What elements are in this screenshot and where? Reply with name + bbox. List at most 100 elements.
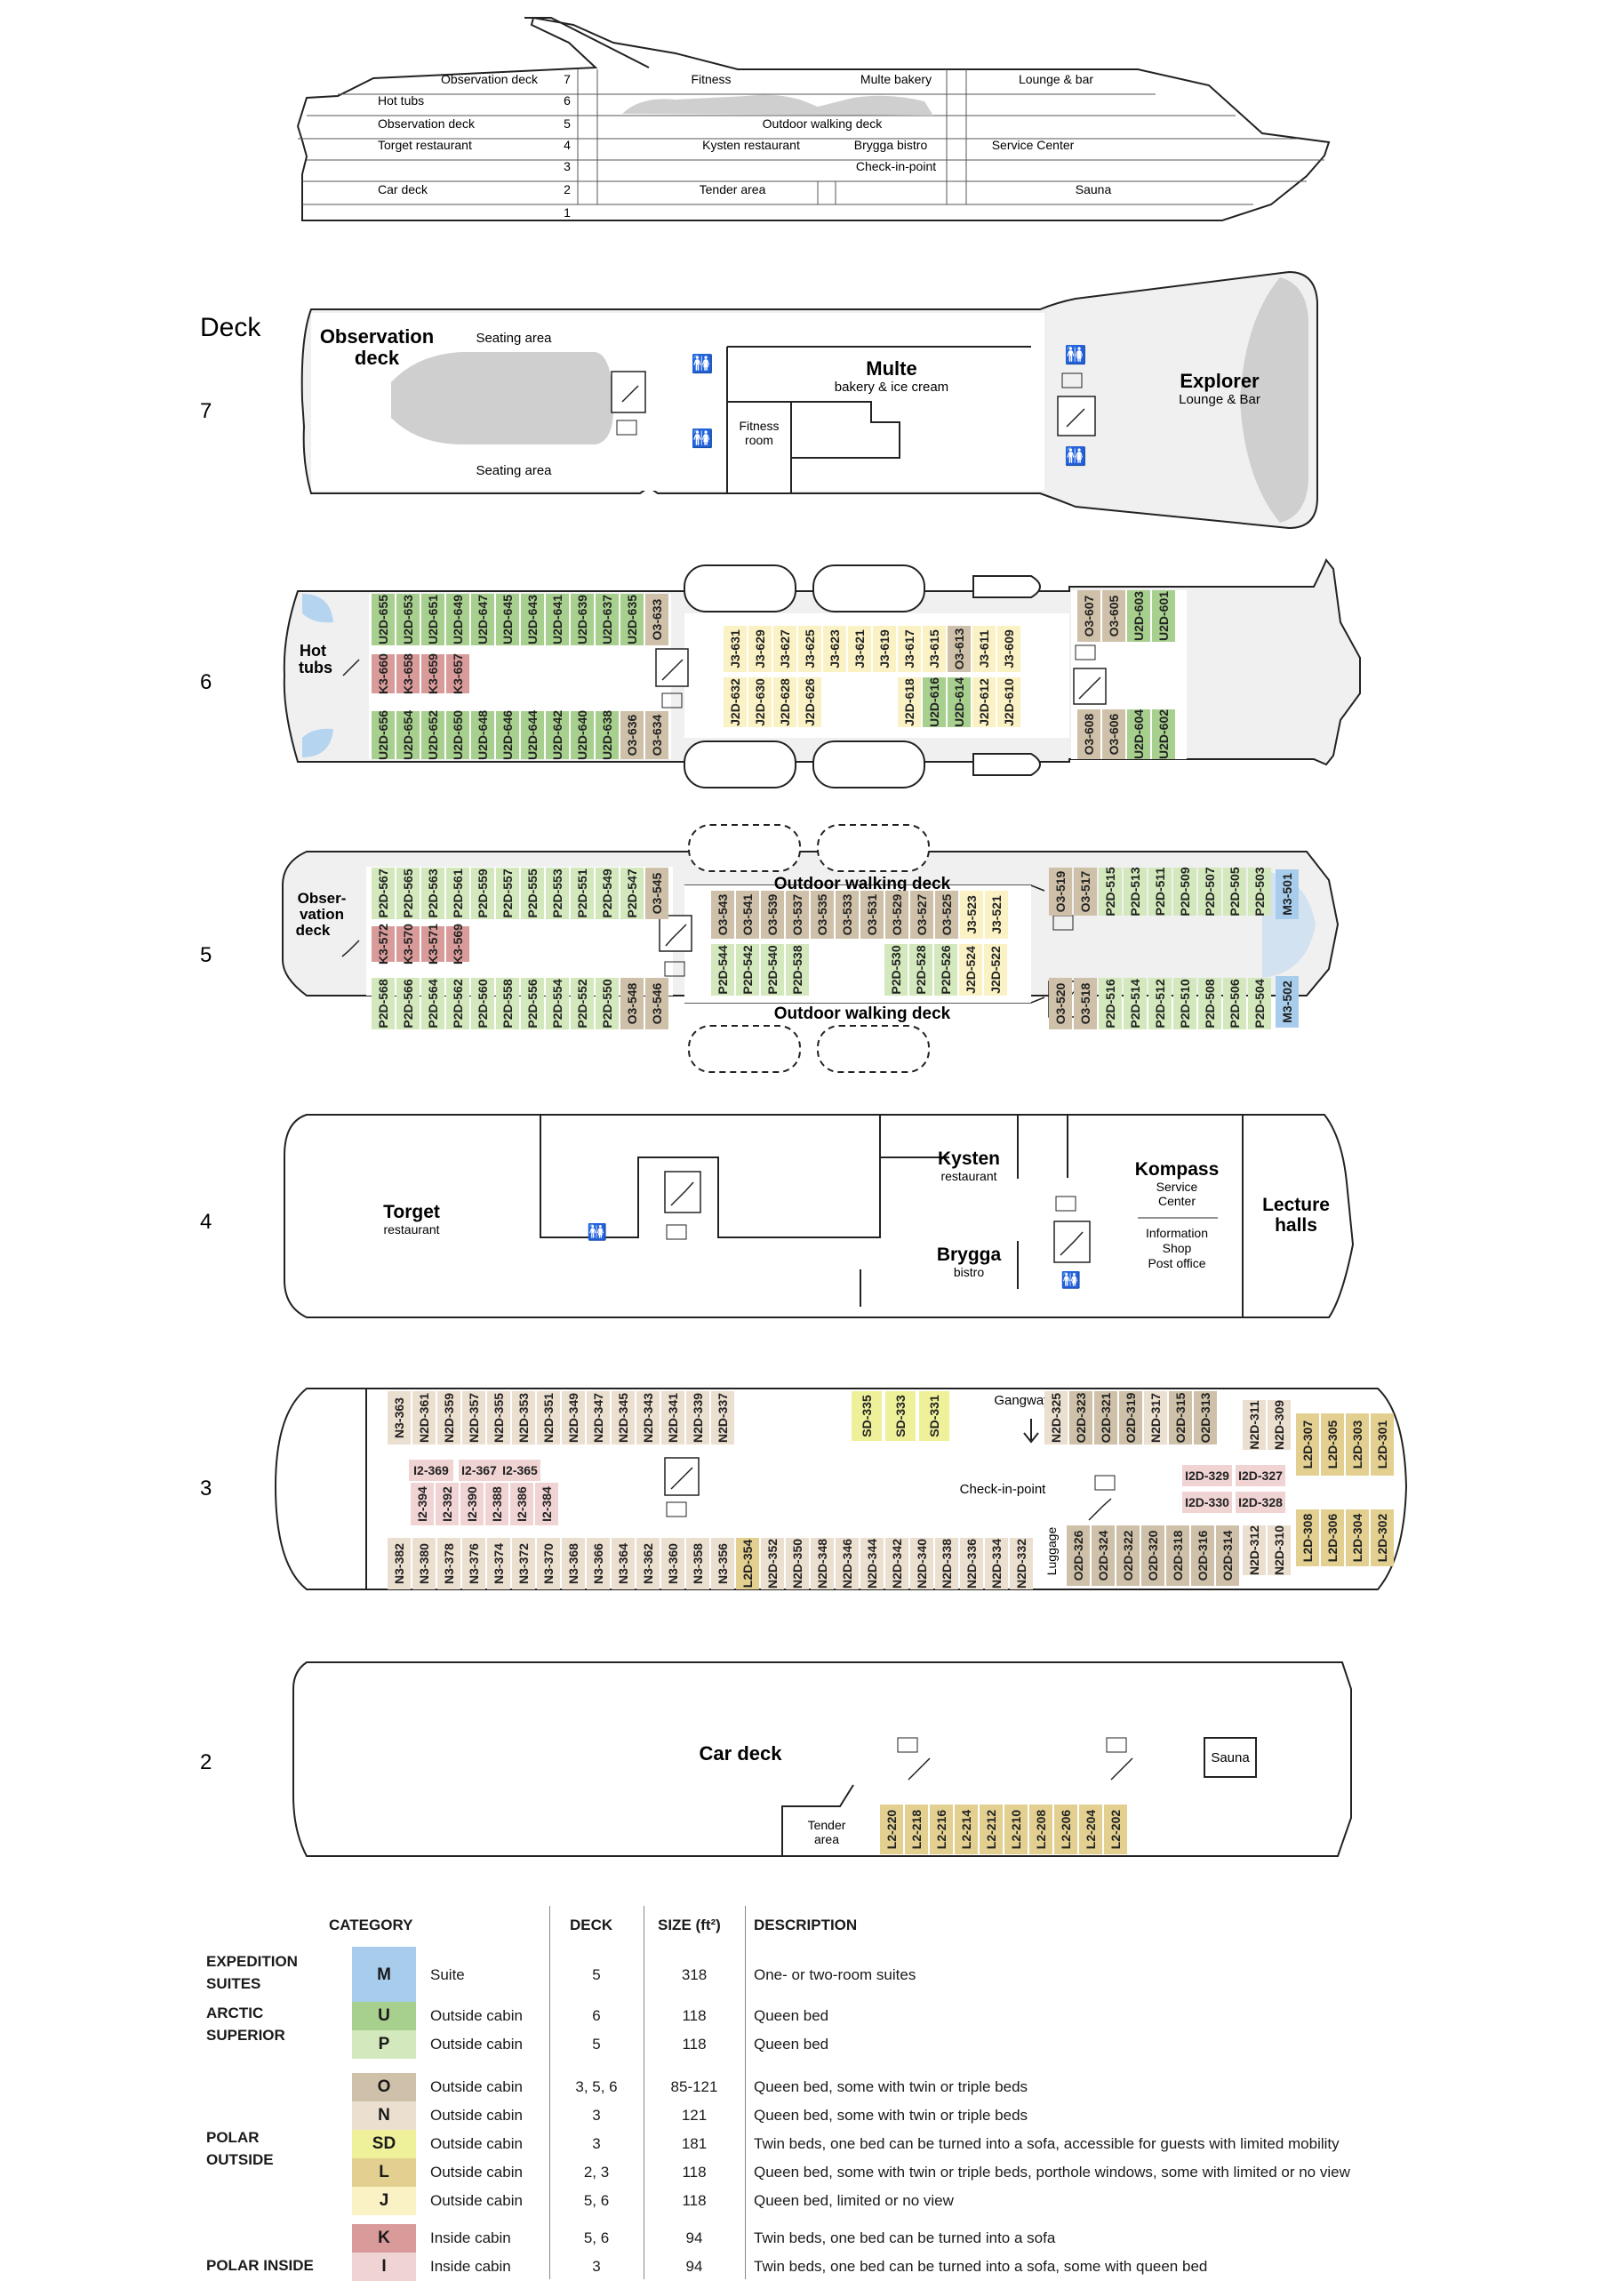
cabin-number: P2D-503 [1252, 867, 1267, 916]
cabin-number: U2D-603 [1132, 591, 1146, 641]
cabin: P2D-515 [1099, 867, 1122, 916]
cabin-number: U2D-639 [575, 595, 589, 644]
cabin-number: J3-631 [728, 629, 742, 668]
cabin-block [948, 626, 971, 672]
cabin: U2D-637 [596, 594, 619, 645]
cabin-block [388, 1538, 411, 1589]
cabin-number: U2D-635 [625, 595, 639, 644]
cabin-block [1173, 978, 1196, 1029]
cabin-number: I2D-329 [1185, 1469, 1229, 1483]
cabin-number: J2D-612 [977, 678, 991, 726]
kysten-label: Kysten [938, 1149, 1000, 1169]
profile-mid-label: Outdoor walking deck [763, 116, 884, 131]
profile-left-label: Car deck [378, 182, 428, 196]
cabin-number: O2D-319 [1124, 1392, 1138, 1443]
cabin-number: P2D-538 [790, 945, 804, 994]
cabin-block [421, 926, 444, 962]
cabin-number: M3-502 [1280, 980, 1294, 1023]
deck-2-number: 2 [200, 1750, 212, 1774]
cabin: N2D-361 [412, 1391, 436, 1445]
cabin-block [1321, 1509, 1344, 1566]
cabin-block [396, 868, 420, 919]
cabin-block [1268, 1400, 1291, 1450]
cabin-block [636, 1391, 660, 1445]
cabin-number: J3-621 [852, 629, 867, 668]
cabin-block [898, 626, 921, 672]
cabin-block [1268, 1525, 1291, 1575]
cabin-number: K3-570 [401, 924, 415, 964]
cabin: O3-541 [736, 891, 759, 939]
cabin-number: U2D-651 [426, 595, 440, 644]
cabin-number: N3-356 [716, 1543, 730, 1584]
legend-header-deck: DECK [570, 1917, 613, 1933]
category-type: Outside cabin [430, 2164, 523, 2181]
category-swatch: M [352, 1947, 416, 2004]
cabin-block [460, 1483, 484, 1525]
cabin-number: P2D-552 [575, 979, 589, 1028]
cabin: P2D-555 [521, 868, 544, 919]
cabin-number: O3-548 [625, 982, 639, 1024]
category-type: Outside cabin [430, 2107, 523, 2124]
cabin-block [620, 978, 644, 1029]
cabin: N3-358 [686, 1538, 709, 1589]
cabin-block [521, 978, 544, 1029]
cabin-block [421, 711, 444, 759]
category-deck: 5 [592, 1966, 601, 1983]
profile-left-label: Observation deck [441, 72, 539, 86]
cabin: N3-370 [537, 1538, 560, 1589]
cabin: O2D-320 [1141, 1525, 1164, 1586]
wc-icon: 🚻 [692, 428, 714, 449]
cabin-block [446, 978, 469, 1029]
cabin: K3-572 [372, 924, 395, 964]
cabin-number: N2D-337 [716, 1393, 730, 1443]
cabin-number: J3-623 [828, 629, 842, 668]
category-swatch: P [352, 2030, 416, 2059]
cabin: O3-517 [1074, 868, 1097, 916]
cabin-block [736, 1538, 759, 1589]
cabin-block [620, 868, 644, 919]
cabin-number: P2D-550 [600, 979, 614, 1028]
cabin: P2D-559 [471, 868, 494, 919]
cabin: L2-214 [955, 1805, 978, 1854]
cabin: O3-518 [1074, 978, 1097, 1029]
cabin: P2D-503 [1248, 867, 1271, 916]
cabin: O2D-314 [1216, 1525, 1239, 1586]
cabin-block [1243, 1400, 1266, 1450]
cabin-number: O3-607 [1082, 595, 1096, 636]
cabin-number: U2D-647 [476, 595, 490, 644]
cabin-block [711, 1538, 734, 1589]
cabin-number: U2D-614 [952, 677, 966, 727]
cabin-number: O3-541 [740, 893, 755, 935]
deck-7-number: 7 [200, 399, 212, 423]
category-type: Inside cabin [430, 2258, 511, 2275]
cabin: O3-548 [620, 978, 644, 1029]
cabin: N2D-355 [487, 1391, 510, 1445]
cabin-number: M3-501 [1280, 873, 1294, 916]
cabin: P2D-568 [372, 978, 395, 1029]
cabin-block [873, 626, 896, 672]
cabin: P2D-504 [1248, 978, 1271, 1029]
cabin-block [898, 677, 921, 727]
cabin-block [1094, 1391, 1117, 1445]
cabin-number: P2D-513 [1128, 867, 1142, 916]
cabin: O2D-319 [1119, 1391, 1142, 1445]
cabin-number: N2D-332 [1014, 1539, 1028, 1589]
cabin: P2D-566 [396, 978, 420, 1029]
wc-icon: 🚻 [692, 353, 714, 374]
gangway-label: Gangway [994, 1393, 1051, 1408]
cabin-block [1276, 976, 1299, 1028]
cabin: L2-204 [1079, 1805, 1102, 1854]
cabin-number: O2D-318 [1171, 1530, 1185, 1581]
cabin-block [736, 891, 759, 939]
cabin-block [446, 926, 469, 962]
cabin-number: N2D-312 [1247, 1525, 1261, 1575]
category-size: 118 [682, 2192, 707, 2209]
cabin: SD-335 [852, 1391, 882, 1441]
cabin-block [512, 1538, 535, 1589]
cabin-block [1044, 1391, 1068, 1445]
cabin: O2D-318 [1166, 1525, 1189, 1586]
cabin-number: N2D-346 [840, 1539, 854, 1589]
cabin-block [934, 944, 957, 996]
cabin: J3-523 [960, 891, 983, 939]
